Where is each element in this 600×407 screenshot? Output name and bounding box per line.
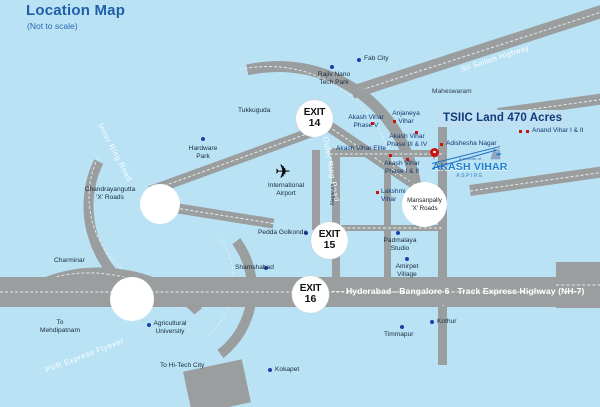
label-maheswaram: Maheswaram (432, 88, 472, 95)
nh7-dash-left (332, 291, 344, 292)
exit-marker-14[interactable]: EXIT 14 (296, 100, 333, 137)
label-kokapet: Kokapet (275, 366, 300, 373)
label-akash-vihar-elite: Akash Vihar Elite (336, 145, 387, 152)
dot-lakshmi-vihar (376, 191, 380, 195)
nh7-dash-right (565, 291, 581, 292)
exit-label: EXIT (299, 283, 322, 295)
road-kothur-vertical (438, 305, 447, 365)
label-akash-vihar-phase-iii-iv: Akash Vihar Phase III & IV (386, 133, 428, 148)
dot-hardware-park (201, 137, 205, 141)
junction-line-2: 'X' Roads (411, 204, 438, 212)
junction-line-1: Mansanpally (407, 197, 442, 205)
label-padmalaya-studio: Padmalaya Studio (383, 237, 417, 252)
dot-fab-city (357, 58, 361, 62)
road-sri-sailam-highway (349, 0, 600, 99)
exit-label: EXIT (303, 107, 326, 119)
label-international-airport: International Airport (267, 182, 305, 197)
label-timmapur: Timmapur (384, 331, 414, 338)
dot-adishesha-nagar (440, 143, 444, 147)
dot-akash-vihar-elite (389, 154, 393, 158)
label-akash-vihar-phase-i-ii: Akash Vihar Phase I & II (384, 160, 420, 175)
akash-vihar-logo[interactable]: A Venture of AKASH VIHAR ASPIRE (428, 146, 512, 179)
dot-akash-vihar-phase-v (371, 122, 375, 126)
dot-timmapur (400, 325, 404, 329)
label-anjaneya-vihar: Anjaneya Vihar (392, 110, 420, 125)
road-project-block-horizontal (330, 150, 442, 157)
dot-pedda-golkonda (304, 231, 308, 235)
label-charminar: Charminar (54, 257, 85, 264)
junction-pvr-nh7 (110, 277, 154, 321)
tsiic-land-banner: TSIIC Land 470 Acres (437, 110, 569, 127)
exit-label: EXIT (318, 229, 341, 241)
label-lakshmi-vihar: Lakshmi Vihar (381, 188, 406, 203)
airplane-icon: ✈ (275, 162, 291, 183)
dot-amirpet-village (405, 257, 409, 261)
exit-number: 16 (304, 293, 317, 306)
label-rajiv-nano-tech-park: Rajiv Nano Tech Park (317, 71, 351, 86)
road-project-left-curve (312, 150, 320, 230)
road-label-nagaram: Nagaram (330, 183, 336, 205)
label-agricultural-university: Agricultural University (153, 320, 187, 335)
page-subtitle: (Not to scale) (27, 21, 78, 31)
label-to-hi-tech-city: To Hi-Tech City (160, 362, 205, 369)
label-pedda-golkonda: Pedda Golkonda (258, 229, 308, 236)
dot-kothur (430, 320, 434, 324)
page-title: Location Map (26, 2, 126, 19)
label-fab-city: Fab City (364, 55, 389, 62)
label-kothur: Kothur (437, 318, 457, 325)
dot-akash-vihar-phase-iii-iv (415, 131, 419, 135)
logo-mark-icon (486, 144, 504, 167)
road-project-block-horizontal-2 (332, 225, 442, 231)
dot-anand-vihar-2 (526, 130, 530, 134)
dot-anjaneya-vihar (393, 120, 397, 124)
dot-rajiv-nano-tech-park (330, 65, 334, 69)
logo-name: AKASH VIHAR (432, 161, 508, 173)
exit-number: 14 (308, 117, 321, 130)
exit-marker-16[interactable]: EXIT 16 (292, 276, 329, 313)
logo-prefix: A Venture of (459, 157, 481, 161)
dot-akash-vihar-phase-i-ii (406, 158, 410, 162)
exit-number: 15 (323, 239, 336, 252)
label-to-mehdipatnam: To Mehdipatnam (40, 319, 80, 334)
map-pin-icon (430, 148, 439, 160)
label-hardware-park: Hardware Park (188, 145, 218, 160)
road-right-block (556, 262, 600, 308)
dot-kokapet (268, 368, 272, 372)
label-chandrayangutta-x-roads: Chandrayangutta 'X' Roads (84, 186, 136, 201)
label-shamshabad: Shamshabad (235, 264, 274, 271)
logo-tagline: ASPIRE (456, 173, 484, 179)
dot-agricultural-university (147, 323, 151, 327)
road-label-nh7: Hyderabad - Bangalore 6 - Track Express … (346, 286, 585, 296)
road-nagaram (332, 148, 340, 280)
label-amirpet-village: Amirpet Village (395, 263, 419, 278)
label-tukkuguda: Tukkuguda (238, 107, 271, 114)
label-anand-vihar: Anand Vihar I & II (532, 127, 584, 134)
road-vertical-secondary (384, 150, 391, 280)
label-akash-vihar-phase-v: Akash Vihar Phase V (348, 114, 384, 129)
dot-shamshabad (264, 266, 268, 270)
dot-padmalaya-studio (396, 231, 400, 235)
junction-mansanpally-x-roads[interactable]: Mansanpally 'X' Roads (402, 182, 447, 227)
exit-marker-15[interactable]: EXIT 15 (311, 222, 348, 259)
dot-anand-vihar-1 (519, 130, 523, 134)
junction-chandrayangutta (140, 184, 180, 224)
label-adishesha-nagar: Adishesha Nagar (446, 140, 497, 147)
